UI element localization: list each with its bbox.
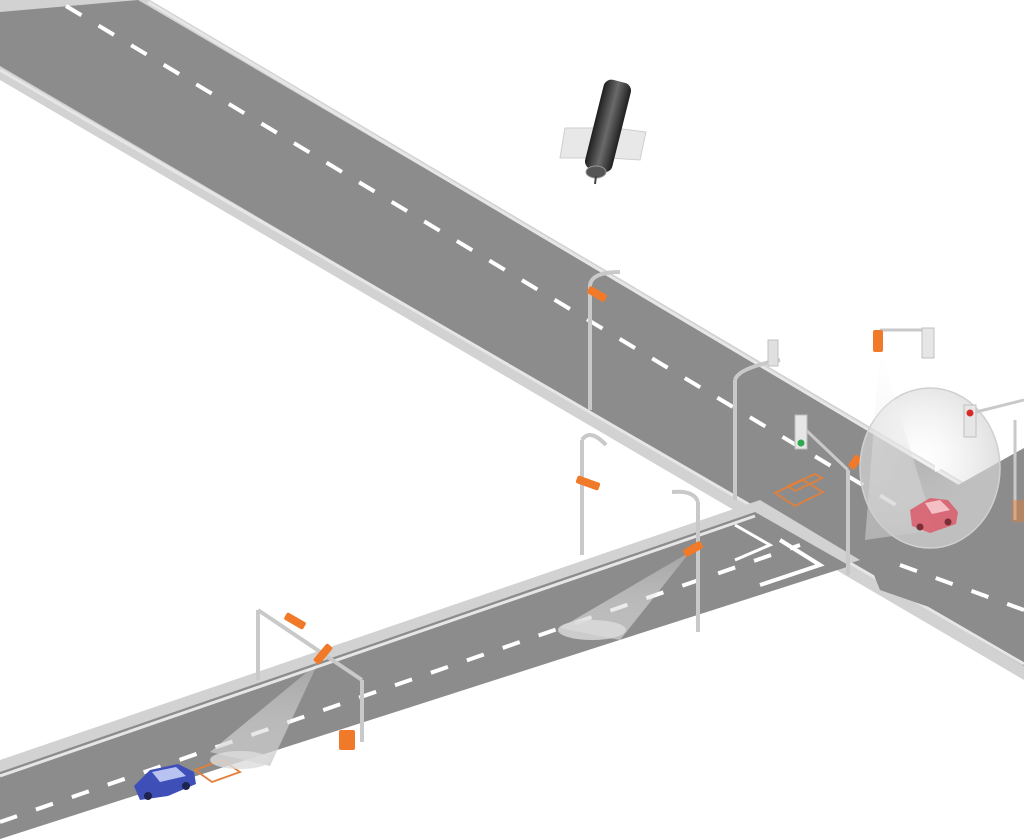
car-icon-blue xyxy=(134,764,196,800)
traffic-camera-icon xyxy=(284,612,306,630)
pole-arm xyxy=(671,489,700,503)
street-pole-3 xyxy=(558,489,703,640)
satellite-antenna xyxy=(594,175,597,185)
pole-arm xyxy=(588,270,621,286)
radar-dome-sensor xyxy=(859,327,1024,549)
traffic-camera-icon xyxy=(587,286,607,302)
signal-arm-right xyxy=(975,398,1024,414)
sensor-footprint xyxy=(210,751,270,769)
car-icon-red xyxy=(910,498,958,533)
traffic-camera-icon xyxy=(873,330,883,352)
sign-panel xyxy=(767,339,779,367)
roadside-cabinet xyxy=(339,730,355,750)
car-red-wheel-2 xyxy=(944,518,952,526)
branch-stop-line-2 xyxy=(734,523,774,562)
sensor-beam-right xyxy=(865,350,935,540)
branch-road-edge-line-top xyxy=(0,514,756,778)
car-red-wheel-1 xyxy=(916,523,924,531)
traffic-camera-icon xyxy=(313,643,333,665)
satellite-icon xyxy=(559,79,647,185)
detection-zone-intersection-2 xyxy=(786,472,824,493)
sensor-beam xyxy=(560,552,690,640)
traffic-camera-icon xyxy=(575,475,601,491)
branch-stop-line xyxy=(759,538,825,587)
street-pole-2 xyxy=(575,433,608,555)
sensor-footprint xyxy=(558,620,626,640)
signal-head xyxy=(794,414,808,450)
traffic-camera-icon xyxy=(1012,500,1024,522)
satellite-body xyxy=(584,79,632,173)
sign-panel-right xyxy=(921,327,935,359)
car-blue-wheel-1 xyxy=(144,792,152,800)
gantry-beam xyxy=(256,608,364,682)
main-road-surface xyxy=(0,0,1024,666)
main-road xyxy=(0,0,1024,680)
sensor-beam xyxy=(210,663,318,766)
car-blue-window xyxy=(152,767,186,782)
sign-gantry-upper xyxy=(733,339,781,500)
sign-gantry-lower xyxy=(210,608,364,769)
main-road-edge-line-bottom xyxy=(0,68,1024,666)
car-red-window xyxy=(925,500,950,514)
signal-red-light xyxy=(966,409,974,417)
traffic-camera-icon xyxy=(848,454,862,470)
traffic-camera-icon xyxy=(683,541,703,557)
traffic-light-icon xyxy=(794,414,862,575)
branch-road-surface xyxy=(0,512,850,839)
signal-green-light xyxy=(797,439,805,447)
car-blue-wheel-2 xyxy=(182,782,190,790)
pole-arm xyxy=(580,433,608,447)
branch-road-lane-marking xyxy=(0,543,801,824)
signal-arm xyxy=(804,428,850,472)
street-pole-1 xyxy=(587,270,621,410)
branch-road xyxy=(0,500,860,839)
